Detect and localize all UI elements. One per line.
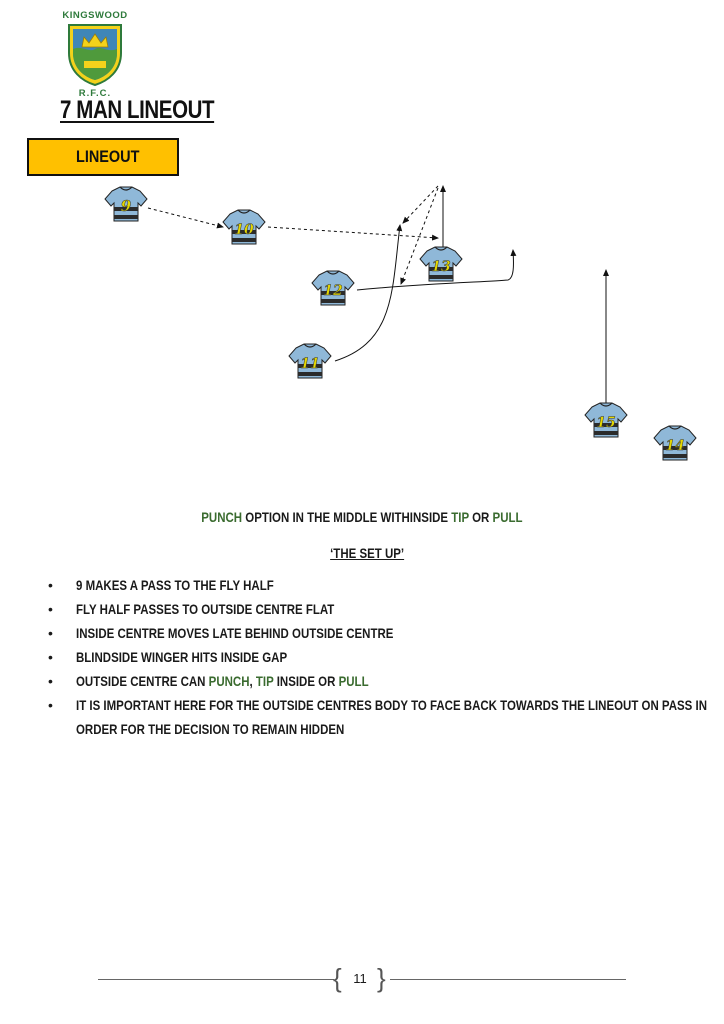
page-number: 11 bbox=[353, 971, 367, 986]
bullet-text: FLY HALF PASSES TO OUTSIDE CENTRE FLAT bbox=[76, 601, 335, 617]
page-title: 7 MAN LINEOUT bbox=[60, 96, 215, 124]
player-12-number: 12 bbox=[323, 283, 343, 299]
bullet-text: 9 MAKES A PASS TO THE FLY HALF bbox=[76, 577, 274, 593]
right-brace-icon: } bbox=[377, 963, 386, 993]
run-line-12 bbox=[356, 249, 517, 291]
player-15: 15 bbox=[584, 402, 628, 438]
player-9-number: 9 bbox=[121, 197, 132, 215]
bullet-icon: • bbox=[48, 625, 53, 641]
pass-line-9-to-10 bbox=[147, 207, 224, 229]
bullet-icon: • bbox=[48, 649, 53, 665]
section-tag-label: LINEOUT bbox=[76, 147, 140, 166]
player-10-number: 10 bbox=[234, 222, 254, 238]
caption-punch: PUNCH bbox=[201, 509, 243, 525]
subheading-text: ‘THE SET UP’ bbox=[329, 545, 404, 561]
list-item: • 9 MAKES A PASS TO THE FLY HALF bbox=[48, 573, 698, 597]
list-item: • BLINDSIDE WINGER HITS INSIDE GAP bbox=[48, 645, 698, 669]
player-12: 12 bbox=[311, 270, 355, 306]
list-item: • OUTSIDE CENTRE CAN PUNCH, TIP INSIDE O… bbox=[48, 669, 698, 693]
bullet-icon: • bbox=[48, 601, 53, 617]
section-tag: LINEOUT bbox=[27, 138, 179, 176]
bullet-text-line-2: ORDER FOR THE DECISION TO REMAIN HIDDEN bbox=[76, 721, 345, 737]
pop-line-lower bbox=[400, 187, 439, 285]
logo-top-text: KINGSWOOD bbox=[62, 10, 128, 21]
run-line-11 bbox=[334, 224, 403, 362]
bullet-text-part: INSIDE OR bbox=[273, 673, 339, 689]
pop-line-upper bbox=[402, 185, 439, 224]
bullet-icon: • bbox=[48, 577, 53, 593]
bullet-text: IT IS IMPORTANT HERE FOR THE OUTSIDE CEN… bbox=[76, 693, 716, 741]
bullet-text: BLINDSIDE WINGER HITS INSIDE GAP bbox=[76, 649, 288, 665]
player-13: 13 bbox=[419, 246, 463, 282]
bullet-pull: PULL bbox=[338, 673, 369, 689]
list-item: • INSIDE CENTRE MOVES LATE BEHIND OUTSID… bbox=[48, 621, 698, 645]
bullet-text-part: OUTSIDE CENTRE CAN bbox=[76, 673, 209, 689]
diagram-caption: PUNCH OPTION IN THE MIDDLE WITHINSIDE TI… bbox=[0, 509, 724, 525]
bullet-text: INSIDE CENTRE MOVES LATE BEHIND OUTSIDE … bbox=[76, 625, 394, 641]
bullet-icon: • bbox=[48, 697, 53, 713]
left-brace-icon: { bbox=[333, 963, 342, 993]
list-item: • FLY HALF PASSES TO OUTSIDE CENTRE FLAT bbox=[48, 597, 698, 621]
player-14: 14 bbox=[653, 425, 697, 461]
player-10: 10 bbox=[222, 209, 266, 245]
bullet-punch: PUNCH bbox=[208, 673, 250, 689]
play-diagram: 9 10 13 12 11 15 14 bbox=[104, 185, 697, 461]
footer-rule-left bbox=[98, 979, 334, 980]
bullet-icon: • bbox=[48, 673, 53, 689]
caption-text-2: OR bbox=[469, 509, 493, 525]
player-14-number: 14 bbox=[665, 438, 684, 454]
logo-bottom-text: R.F.C. bbox=[78, 88, 112, 99]
bullet-text-part: , bbox=[249, 673, 256, 689]
player-9: 9 bbox=[104, 186, 148, 222]
setup-bullet-list: • 9 MAKES A PASS TO THE FLY HALF • FLY H… bbox=[48, 573, 707, 741]
caption-pull: PULL bbox=[492, 509, 523, 525]
list-item: • IT IS IMPORTANT HERE FOR THE OUTSIDE C… bbox=[48, 693, 707, 741]
player-13-number: 13 bbox=[431, 259, 451, 275]
footer-rule-right bbox=[390, 979, 626, 980]
shield-icon bbox=[68, 24, 122, 87]
section-subheading: ‘THE SET UP’ bbox=[0, 545, 724, 561]
player-11: 11 bbox=[288, 343, 332, 379]
player-11-number: 11 bbox=[300, 356, 319, 372]
player-15-number: 15 bbox=[596, 415, 615, 431]
bullet-text: OUTSIDE CENTRE CAN PUNCH, TIP INSIDE OR … bbox=[76, 669, 716, 693]
caption-tip: TIP bbox=[451, 509, 470, 525]
bullet-text-line-1: IT IS IMPORTANT HERE FOR THE OUTSIDE CEN… bbox=[76, 697, 708, 713]
pass-line-10-to-13 bbox=[267, 226, 439, 241]
bullet-tip: TIP bbox=[255, 673, 274, 689]
club-logo: KINGSWOOD R.F.C. bbox=[60, 10, 130, 100]
caption-text-1: OPTION IN THE MIDDLE WITHINSIDE bbox=[242, 509, 452, 525]
